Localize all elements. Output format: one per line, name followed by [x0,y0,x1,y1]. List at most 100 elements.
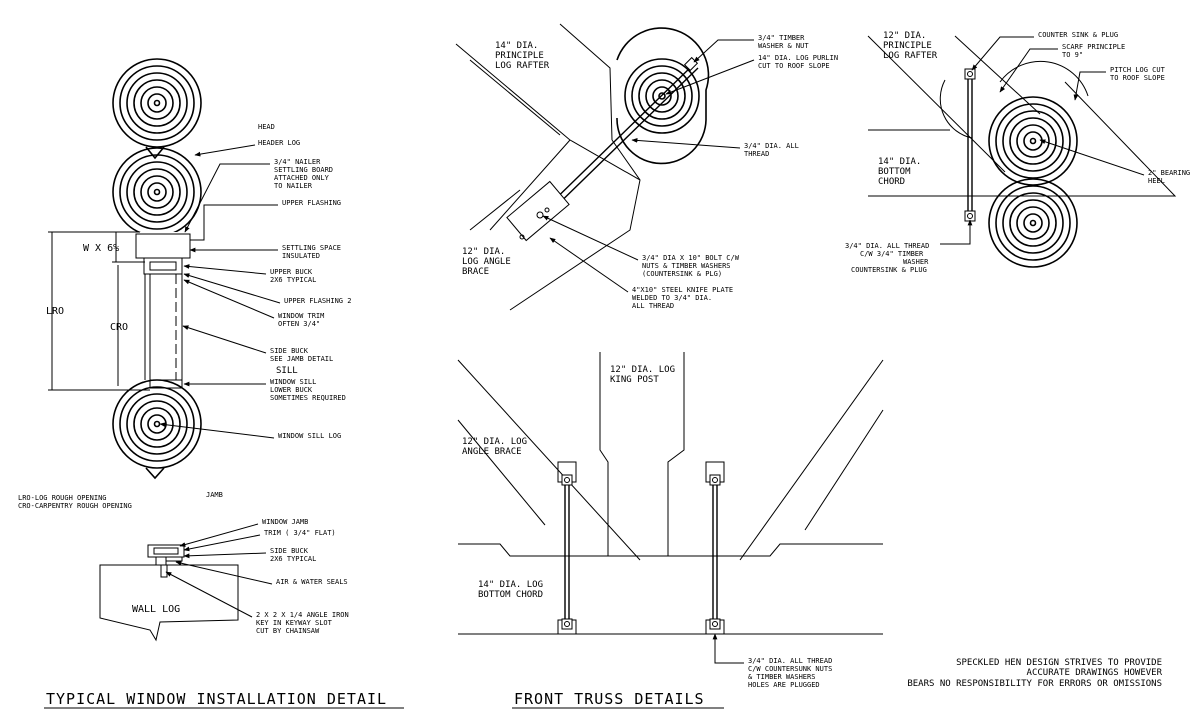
heel-all-thread-label-1: 3/4" DIA. ALL THREAD [845,242,929,250]
bolt-label-3: (COUNTERSINK & PLG) [642,270,722,278]
disclaimer: SPECKLED HEN DESIGN STRIVES TO PROVIDE A… [907,658,1162,689]
rafter-line-1 [867,35,1006,173]
upper-flashing-label: UPPER FLASHING [282,199,341,207]
purlin-log [616,27,710,165]
angle-iron-label-1: 2 X 2 X 1/4 ANGLE IRON [256,611,349,619]
angle-iron-label-2: KEY IN KEYWAY SLOT [256,619,333,627]
scarf-cut [939,79,973,139]
bolt-label-2: NUTS & TIMBER WASHERS [642,262,731,270]
bottom-chord-log-heel [988,178,1078,268]
header-log-label: HEADER LOG [258,139,300,147]
nailer-label-4: TO NAILER [274,182,313,190]
nailer-label-3: ATTACHED ONLY [274,174,330,182]
air-water-label: AIR & WATER SEALS [276,578,348,586]
window-sill-log-label: WINDOW SILL LOG [278,432,341,440]
window-sill-label-3: SOMETIMES REQUIRED [270,394,346,402]
wall-log-label: WALL LOG [132,604,180,615]
rafter-14-label-2: PRINCIPLE [495,51,544,61]
angle-brace-label-1: 12" DIA. LOG [462,437,527,447]
rafter-12-label-1: 12" DIA. [883,31,926,41]
window-trim-label-1: WINDOW TRIM [278,312,324,320]
disclaimer-line-2: ACCURATE DRAWINGS HOWEVER [1027,668,1163,678]
window-detail-title: TYPICAL WINDOW INSTALLATION DETAIL [46,690,387,708]
settling-board [135,233,191,259]
legend-lro: LRO-LOG ROUGH OPENING [18,494,107,502]
upper-buck-inner [149,261,177,271]
bottom-chord-top [458,543,883,557]
angle-brace-label-2: ANGLE BRACE [462,447,522,457]
window-sill-label-2: LOWER BUCK [270,386,313,394]
principle-rafter-log [455,23,641,311]
trim-flat-label: TRIM ( 3/4" FLAT) [264,529,336,537]
pitch-cut-label-2: TO ROOF SLOPE [1110,74,1165,82]
knife-plate-label-2: WELDED TO 3/4" DIA. [632,294,712,302]
bottom-chord-label-1: 14" DIA. LOG [478,580,543,590]
window-jamb-label: WINDOW JAMB [262,518,308,526]
angle-brace-right [739,359,884,561]
window-sill-log [112,379,202,480]
settling-space-label-2: INSULATED [282,252,320,260]
truss-detail-title: FRONT TRUSS DETAILS [514,690,705,708]
nailer-label-1: 3/4" NAILER [274,158,321,166]
w-pct-label: W X 6% [83,243,119,254]
rafter-14-label-3: LOG RAFTER [495,61,550,71]
all-thread-bottom-label-3: & TIMBER WASHERS [748,673,815,681]
heel-all-thread-label-4: COUNTERSINK & PLUG [851,266,927,274]
knife-plate-label-1: 4"X10" STEEL KNIFE PLATE [632,286,733,294]
bolt-label-1: 3/4" DIA X 10" BOLT C/W [642,254,740,262]
rafter-12-label-3: LOG RAFTER [883,51,938,61]
right-tie-rod [705,461,725,635]
all-thread-bottom-label-1: 3/4" DIA. ALL THREAD [748,657,832,665]
timber-washer-label-2: WASHER & NUT [758,42,809,50]
side-buck-2x6-label-1: SIDE BUCK [270,547,309,555]
head-label: HEAD [258,123,275,131]
upper-buck-label-1: UPPER BUCK [270,268,313,276]
cro-label: CRO [110,322,128,333]
window-installation-detail: LRO CRO W X 6% HEAD HEADER LOG 3/4" NAIL… [18,58,404,709]
side-buck-label-1: SIDE BUCK [270,347,309,355]
header-log [112,147,202,237]
all-thread-bottom-label-4: HOLES ARE PLUGGED [748,681,820,689]
truss-bottom-detail: 12" DIA. LOG KING POST 12" DIA. LOG ANGL… [457,352,884,709]
bottom-chord-label-2: BOTTOM CHORD [478,590,543,600]
purlin-label-1: 14" DIA. LOG PURLIN [758,54,838,62]
bearing-heel-label-2: HEEL [1148,177,1165,185]
lro-label: LRO [46,306,64,317]
angle-brace-12-label-3: BRACE [462,267,489,277]
settling-space-label-1: SETTLING SPACE [282,244,341,252]
king-post-label-2: KING POST [610,375,659,385]
angle-brace-12-label-1: 12" DIA. [462,247,505,257]
header-log-top [112,58,202,160]
scarf-label-2: TO 9" [1062,51,1083,59]
pitch-cut-label-1: PITCH LOG CUT [1110,66,1166,74]
heel-bottom-chord-label-2: BOTTOM [878,167,911,177]
angle-brace-left [457,359,641,561]
truss-top-detail: 14" DIA. PRINCIPLE LOG RAFTER 3/4" TIMBE… [455,23,838,311]
side-buck-label-2: SEE JAMB DETAIL [270,355,333,363]
sill-label: SILL [276,366,298,376]
heel-detail: 12" DIA. PRINCIPLE LOG RAFTER COUNTER SI… [845,31,1190,274]
nailer-label-2: SETTLING BOARD [274,166,333,174]
bearing-heel-label-1: 2" BEARING [1148,169,1190,177]
all-thread-bottom-label-2: C/W COUNTERSUNK NUTS [748,665,832,673]
heel-all-thread-label-2: C/W 3/4" TIMBER [860,250,924,258]
all-thread-label-2: THREAD [744,150,769,158]
scarf-label-1: SCARF PRINCIPLE [1062,43,1125,51]
jamb-section [99,544,239,642]
disclaimer-line-3: BEARS NO RESPONSIBILITY FOR ERRORS OR OM… [907,679,1162,689]
legend-cro: CRO-CARPENTRY ROUGH OPENING [18,502,132,510]
king-post-right [667,352,685,556]
heel-bottom-chord-label-3: CHORD [878,177,905,187]
heel-all-thread-label-3: WASHER [903,258,929,266]
knife-plate [506,180,570,242]
left-tie-rod [557,461,577,635]
timber-washer-label-1: 3/4" TIMBER [758,34,805,42]
angle-iron-label-3: CUT BY CHAINSAW [256,627,320,635]
all-thread-rod [539,63,695,215]
counter-sink-label: COUNTER SINK & PLUG [1038,31,1118,39]
knife-plate-label-3: ALL THREAD [632,302,674,310]
king-post-left [599,352,609,556]
window-trim-label-2: OFTEN 3/4" [278,320,320,328]
upper-flashing-2-label: UPPER FLASHING 2 [284,297,351,305]
